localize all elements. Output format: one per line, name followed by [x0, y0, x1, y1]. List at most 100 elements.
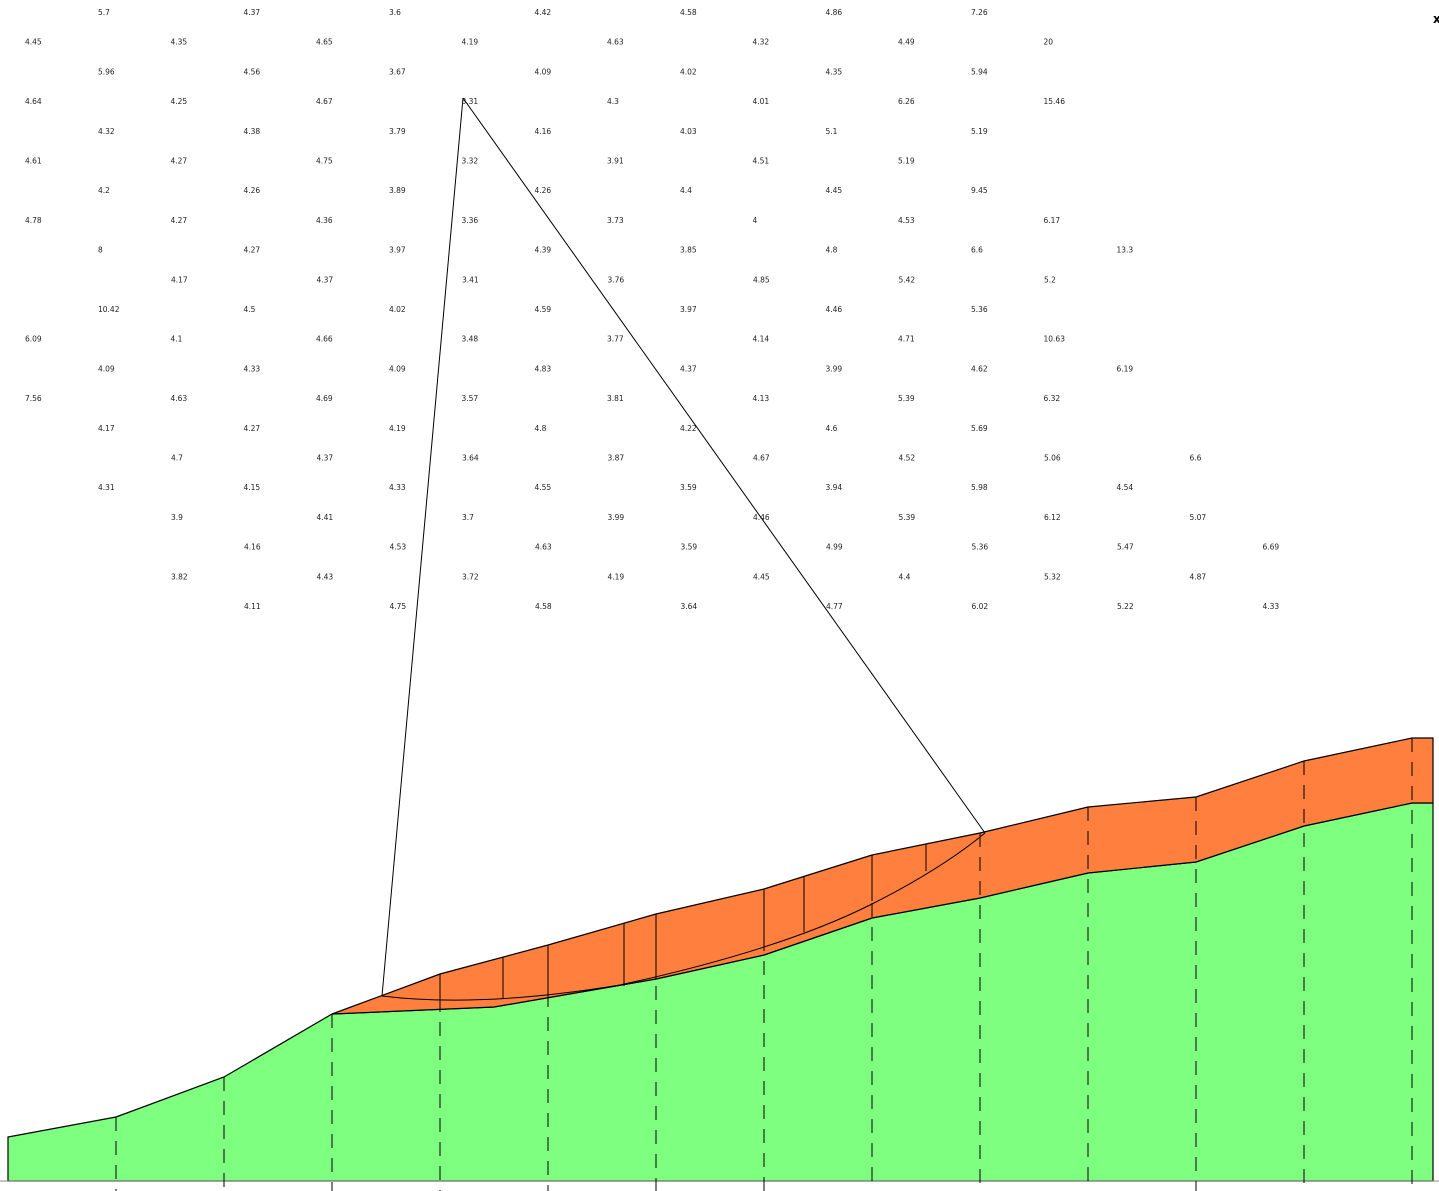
grid-value: 3.73 [607, 216, 624, 225]
grid-value: 3.91 [607, 157, 624, 166]
grid-value: 4.27 [171, 216, 188, 225]
grid-value: 3.81 [607, 394, 624, 403]
grid-value: 4.66 [316, 335, 333, 344]
grid-value: 4.53 [390, 543, 407, 552]
grid-value: 8 [98, 246, 103, 255]
grid-value: 5.96 [98, 67, 115, 76]
grid-value: 4.5 [244, 305, 256, 314]
x-axis-label: x [1433, 12, 1439, 26]
grid-value: 10.63 [1044, 335, 1066, 344]
slip-slices [439, 844, 927, 1000]
grid-value: 3.32 [462, 157, 479, 166]
grid-value: 4.17 [98, 424, 115, 433]
grid-value: 4.35 [171, 38, 188, 47]
grid-value: 6.6 [971, 246, 983, 255]
grid-value: 4.11 [244, 602, 261, 611]
grid-value: 4.63 [535, 543, 552, 552]
grid-value: 4.01 [753, 97, 770, 106]
grid-value: 5.7 [98, 8, 110, 17]
grid-value: 13.3 [1117, 246, 1134, 255]
grid-value: 4 [753, 216, 758, 225]
grid-value: 4.27 [244, 246, 261, 255]
grid-value: 4.09 [535, 67, 552, 76]
grid-value: 4.17 [171, 275, 188, 284]
grid-value: 5.47 [1117, 543, 1134, 552]
grid-value: 4.37 [680, 364, 697, 373]
grid-value: 5.39 [899, 513, 916, 522]
grid-value: 4.69 [316, 394, 333, 403]
grid-value: 4.83 [535, 364, 552, 373]
grid-value: 5.1 [826, 127, 838, 136]
grid-value: 4.35 [826, 67, 843, 76]
grid-value: 4.71 [898, 335, 915, 344]
grid-value: 3.97 [389, 246, 406, 255]
grid-value: 4.62 [971, 364, 988, 373]
grid-value: 3.87 [608, 454, 625, 463]
grid-value: 4.27 [171, 157, 188, 166]
grid-value: 4.45 [753, 572, 770, 581]
grid-value: 4.4 [899, 572, 911, 581]
grid-value: 4.67 [753, 454, 770, 463]
grid-value: 7.56 [25, 394, 42, 403]
grid-value: 4.38 [244, 127, 261, 136]
grid-value: 3.85 [680, 246, 697, 255]
grid-value: 4.15 [244, 483, 261, 492]
grid-value: 4.09 [98, 364, 115, 373]
grid-value: 4.58 [535, 602, 552, 611]
grid-value: 4.37 [244, 8, 261, 17]
grid-value: 4.03 [680, 127, 697, 136]
grid-value: 6.17 [1044, 216, 1061, 225]
grid-value: 4.7 [171, 454, 183, 463]
grid-value: 3.89 [389, 186, 406, 195]
grid-value: 5.69 [971, 424, 988, 433]
grid-value: 4.14 [753, 335, 770, 344]
grid-value: 4.26 [244, 186, 261, 195]
grid-value: 3.67 [389, 67, 406, 76]
grid-value: 4.46 [826, 305, 843, 314]
grid-value: 4.64 [25, 97, 42, 106]
grid-value: 3.9 [171, 513, 183, 522]
grid-value: 3.82 [171, 572, 188, 581]
grid-value: 4.56 [244, 67, 261, 76]
grid-value: 20 [1044, 38, 1054, 47]
grid-value: 5.22 [1117, 602, 1134, 611]
grid-value: 4.2 [98, 186, 110, 195]
grid-value: 4.54 [1117, 483, 1134, 492]
grid-value: 4.39 [535, 246, 552, 255]
grid-value: 5.94 [971, 67, 988, 76]
grid-value: 15.46 [1044, 97, 1066, 106]
grid-value: 6.6 [1190, 454, 1202, 463]
grid-value: 9.45 [971, 186, 988, 195]
grid-value: 5.36 [971, 305, 988, 314]
grid-value: 4.49 [898, 38, 915, 47]
grid-value: 4.8 [535, 424, 547, 433]
grid-value: 6.12 [1044, 513, 1061, 522]
grid-value: 5.2 [1044, 275, 1056, 284]
grid-value: 4.51 [753, 157, 770, 166]
grid-value: 3.6 [389, 8, 401, 17]
grid-value: 4.13 [753, 394, 770, 403]
grid-value: 3.7 [462, 513, 474, 522]
grid-value: 4.3 [607, 97, 619, 106]
grid-value: 3.57 [462, 394, 479, 403]
grid-value: 4.42 [535, 8, 552, 17]
grid-value: 3.31 [462, 97, 479, 106]
grid-value: 4.02 [389, 305, 406, 314]
grid-value: 3.76 [608, 275, 625, 284]
grid-value: 4.19 [389, 424, 406, 433]
grid-value: 3.59 [680, 483, 697, 492]
grid-value: 5.42 [899, 275, 916, 284]
grid-value: 3.64 [681, 602, 698, 611]
grid-value: 4.16 [535, 127, 552, 136]
grid-value: 6.02 [972, 602, 989, 611]
grid-value: 4.75 [316, 157, 333, 166]
grid-value: 4.67 [316, 97, 333, 106]
grid-value: 4.09 [389, 364, 406, 373]
grid-value: 3.59 [681, 543, 698, 552]
grid-value: 4.19 [608, 572, 625, 581]
grid-value: 6.26 [898, 97, 915, 106]
grid-value: 5.98 [971, 483, 988, 492]
grid-value: 4.65 [316, 38, 333, 47]
grid-value: 4.53 [898, 216, 915, 225]
